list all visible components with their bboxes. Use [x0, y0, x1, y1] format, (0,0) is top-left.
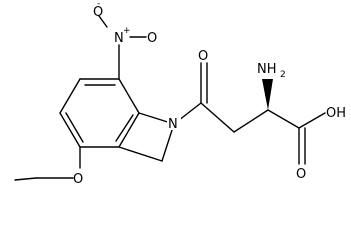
pyrroline-ring — [118, 112, 175, 162]
wedge-bond — [262, 79, 273, 110]
nitro-o-charge: - — [97, 0, 100, 9]
bond — [267, 109, 300, 129]
side-chain — [173, 62, 326, 165]
nitro-o-label: O — [147, 31, 157, 46]
bond — [59, 112, 81, 148]
chemical-structure: O - N + O N O NH 2 OH O O — [14, 0, 346, 187]
bond — [118, 112, 140, 148]
nitro-n-charge: + — [123, 26, 131, 36]
bond — [233, 109, 269, 133]
bond — [59, 78, 81, 114]
carbonyl-o-label: O — [198, 49, 208, 64]
methoxy-group — [14, 146, 81, 181]
bond — [98, 15, 108, 28]
methoxy-o-label: O — [73, 172, 83, 187]
nitro-group — [98, 15, 147, 80]
nitro-n-label: N — [114, 31, 124, 46]
bond — [65, 112, 84, 143]
bond — [115, 114, 134, 142]
ring-n-label: N — [168, 117, 178, 132]
bond — [118, 78, 140, 114]
bond — [14, 177, 37, 181]
amine-subscript: 2 — [280, 70, 286, 80]
nitro-o-minus-label: O — [93, 5, 103, 20]
acid-oh-label: OH — [326, 106, 346, 121]
bond — [298, 112, 326, 129]
benzene-ring — [59, 78, 140, 148]
bond — [200, 102, 235, 133]
acid-o-label: O — [296, 167, 306, 182]
bond — [118, 146, 163, 162]
amine-n-label: NH — [257, 62, 277, 77]
bond — [161, 123, 175, 162]
